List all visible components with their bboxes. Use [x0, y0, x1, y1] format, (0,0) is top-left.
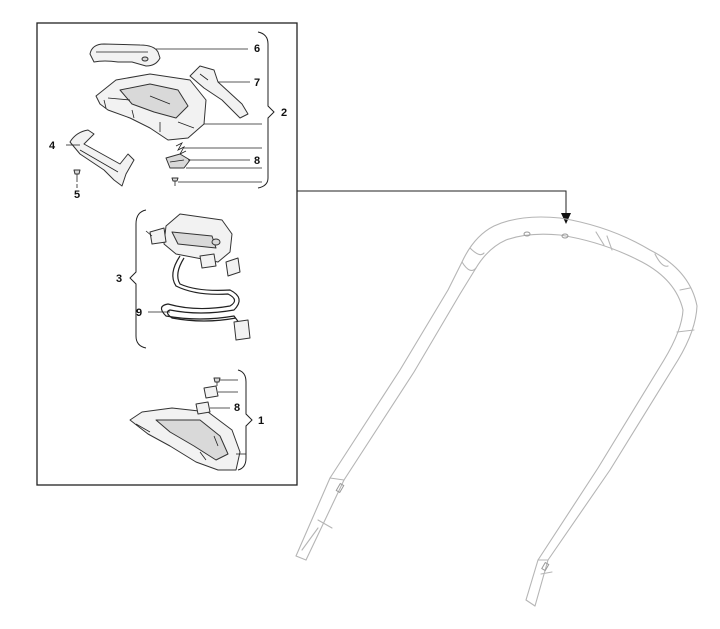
- callout-8-lower: 8: [234, 402, 240, 414]
- callout-7: 7: [254, 77, 260, 89]
- callout-2: 2: [281, 107, 287, 119]
- small-parts-group-1: [195, 377, 221, 415]
- pointer-connector: [297, 190, 571, 224]
- callout-9: 9: [136, 307, 142, 319]
- part-7-bail-lever: [189, 65, 249, 119]
- callout-1: 1: [258, 415, 264, 427]
- bracket-3: [129, 209, 147, 349]
- part-8-clip-upper: [165, 153, 191, 169]
- part-5-screw: [73, 169, 81, 182]
- callout-3: 3: [116, 273, 122, 285]
- callout-4: 4: [49, 140, 56, 152]
- part-1-lower-housing: [129, 407, 241, 471]
- part-4-side-cover: [69, 129, 135, 187]
- callout-5: 5: [74, 189, 80, 201]
- part-3-switch-assembly: [149, 213, 241, 277]
- bracket-1: [237, 369, 253, 471]
- part-9-cable: [160, 255, 251, 341]
- small-screw: [171, 177, 179, 186]
- callout-6: 6: [254, 43, 260, 55]
- bracket-2: [257, 31, 275, 189]
- handle-bar: [295, 216, 698, 607]
- part-6-lever-cover: [89, 43, 161, 67]
- upper-housing: [95, 73, 207, 141]
- spring: [175, 142, 187, 155]
- callout-8-upper: 8: [254, 155, 260, 167]
